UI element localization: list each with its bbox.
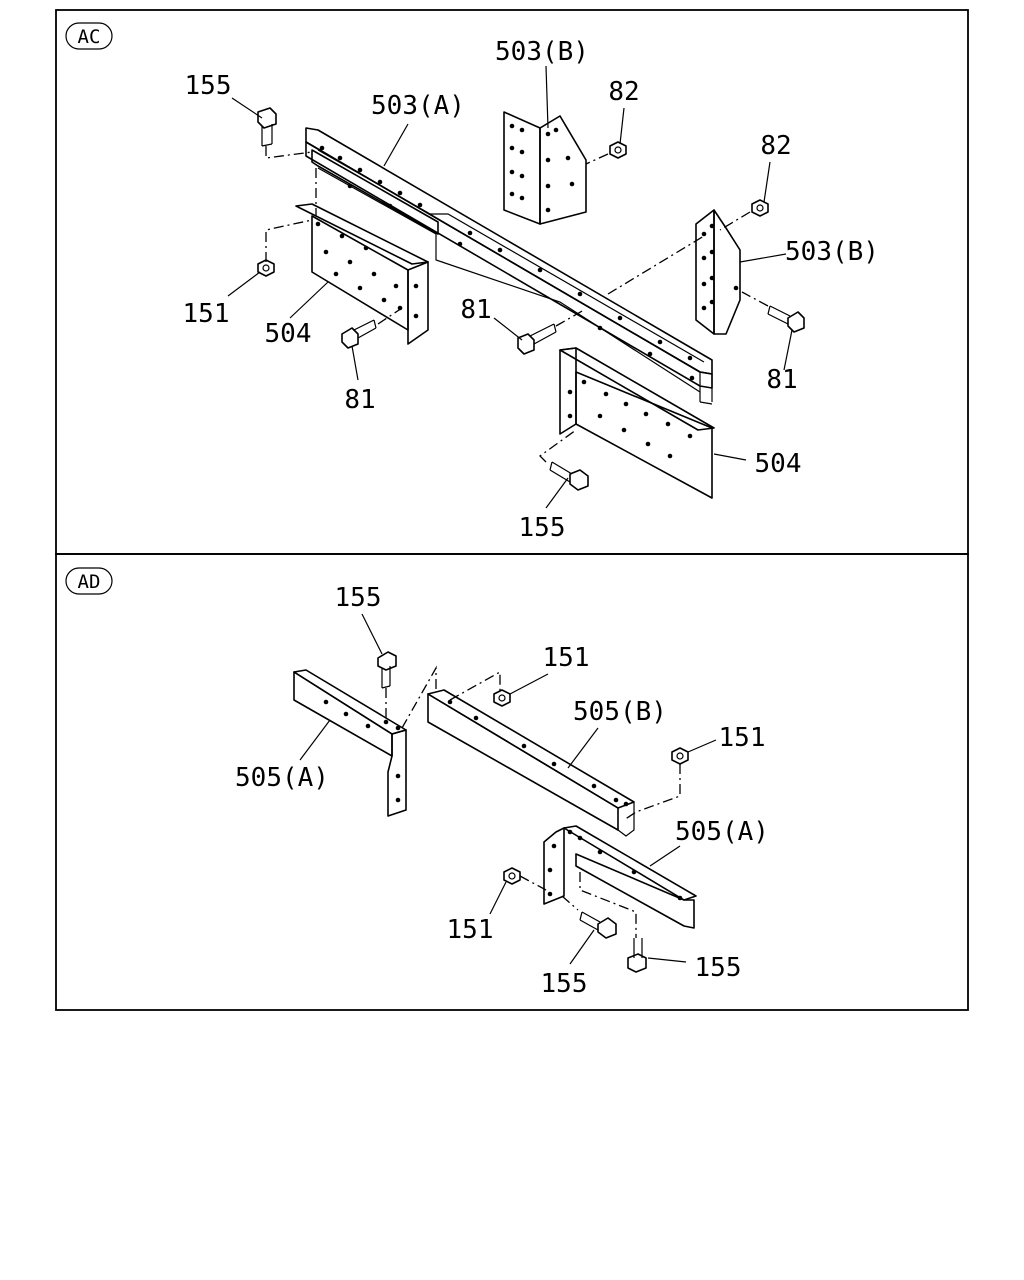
bracket-505a-right xyxy=(543,825,697,929)
callout-81-left-ac: 81 xyxy=(344,385,375,415)
callout-155-bottom-right-ad: 155 xyxy=(695,953,742,983)
bolt-155-top-ad xyxy=(377,651,397,689)
callout-155-top-ad: 155 xyxy=(335,583,382,613)
panel-ad-frame xyxy=(55,553,969,1011)
nut-151-right-ad xyxy=(671,747,689,765)
bolt-81-mid-ac xyxy=(517,323,557,355)
cross-member-503a xyxy=(305,127,713,405)
callout-505a-right-ad: 505(A) xyxy=(675,817,769,847)
callout-151-right-ad: 151 xyxy=(719,723,766,753)
leader-lines-ac xyxy=(227,65,793,509)
bolt-81-left-ac xyxy=(341,319,377,349)
cross-member-503a-holes xyxy=(319,145,695,381)
member-505b xyxy=(427,689,635,837)
bolt-81-right-ac xyxy=(767,305,805,333)
callout-503b-top-ac: 503(B) xyxy=(495,37,589,67)
callout-81-mid-ac: 81 xyxy=(460,295,491,325)
bolt-155-top-ac xyxy=(257,107,277,147)
callout-503a-ac: 503(A) xyxy=(371,91,465,121)
panel-tag-ac-text: AC xyxy=(78,26,101,48)
bolt-155-bottom-ac xyxy=(549,461,589,491)
callout-81-right-ac: 81 xyxy=(766,365,797,395)
callout-505b-ad: 505(B) xyxy=(573,697,667,727)
bracket-503b-right xyxy=(695,209,741,335)
callout-151-bottom-ad: 151 xyxy=(447,915,494,945)
callout-503b-right-ac: 503(B) xyxy=(785,237,879,267)
panel-tag-ac: AC xyxy=(65,22,113,50)
bolt-155-bottom-right-ad xyxy=(627,938,647,973)
bracket-505a-left xyxy=(293,669,407,817)
nut-151-bottom-ad xyxy=(503,867,521,885)
callout-82-top-ac: 82 xyxy=(608,77,639,107)
assembly-lines-ad xyxy=(385,665,681,938)
callout-151-top-ad: 151 xyxy=(543,643,590,673)
callout-82-right-ac: 82 xyxy=(760,131,791,161)
callout-505a-left-ad: 505(A) xyxy=(235,763,329,793)
callout-151-ac: 151 xyxy=(183,299,230,329)
bolt-155-bottom-mid-ad xyxy=(579,911,617,939)
nut-151-top-ad xyxy=(493,689,511,707)
nut-82-top-ac xyxy=(609,141,627,159)
callout-504-left-ac: 504 xyxy=(265,319,312,349)
bracket-504-right xyxy=(559,347,715,499)
callout-504-right-ac: 504 xyxy=(755,449,802,479)
callout-155-bottom-ac: 155 xyxy=(519,513,566,543)
callout-155-bottom-mid-ad: 155 xyxy=(541,969,588,999)
panel-tag-ad-text: AD xyxy=(78,571,101,593)
bracket-503b-top xyxy=(503,111,587,225)
assembly-lines-ac xyxy=(265,146,769,463)
leader-lines-ad xyxy=(299,613,717,965)
bracket-504-left xyxy=(295,203,429,345)
nut-82-right-ac xyxy=(751,199,769,217)
panel-tag-ad: AD xyxy=(65,567,113,595)
nut-151-ac xyxy=(257,259,275,277)
callout-155-top-ac: 155 xyxy=(185,71,232,101)
